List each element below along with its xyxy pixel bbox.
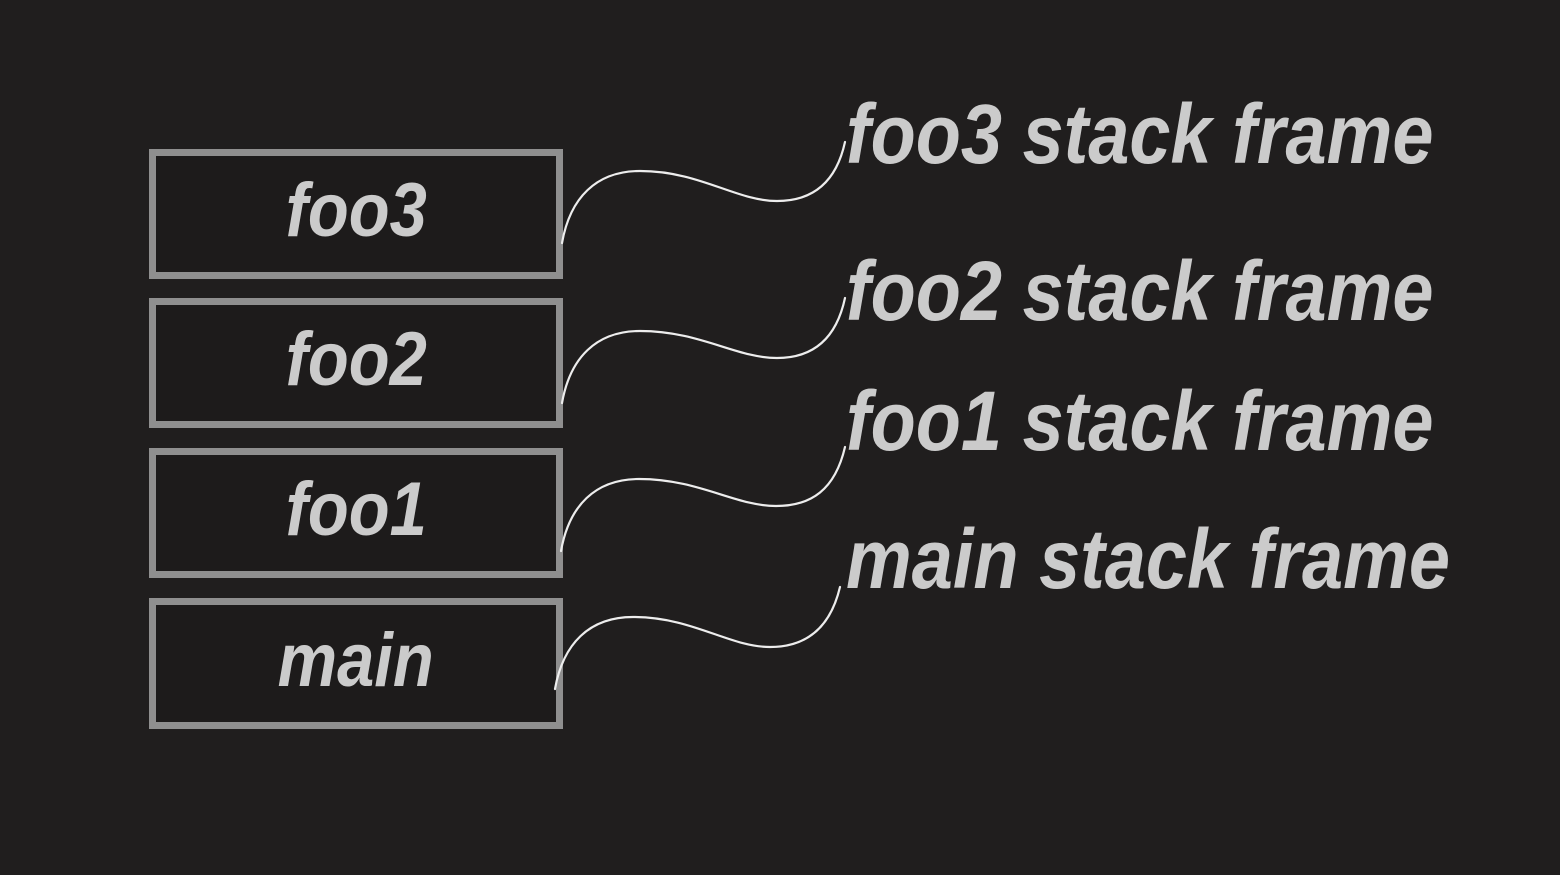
stack-box-foo2: foo2: [149, 298, 563, 428]
stack-box-foo3-label: foo3: [285, 168, 427, 253]
stack-box-main: main: [149, 598, 563, 729]
stack-box-foo3: foo3: [149, 149, 563, 279]
stack-box-foo1: foo1: [149, 448, 563, 578]
stack-box-main-label: main: [277, 617, 435, 703]
connector-curve-foo1: [559, 445, 847, 553]
connector-curve-foo2: [560, 296, 847, 405]
frame-label-foo2: foo2 stack frame: [846, 244, 1434, 338]
connector-curve-foo3: [560, 140, 847, 245]
frame-label-main: main stack frame: [846, 512, 1450, 606]
frame-label-foo3: foo3 stack frame: [846, 87, 1434, 181]
frame-label-foo1: foo1 stack frame: [846, 374, 1434, 468]
stack-box-foo1-label: foo1: [285, 467, 427, 552]
stack-box-foo2-label: foo2: [285, 317, 427, 402]
connector-curve-main: [553, 585, 842, 691]
